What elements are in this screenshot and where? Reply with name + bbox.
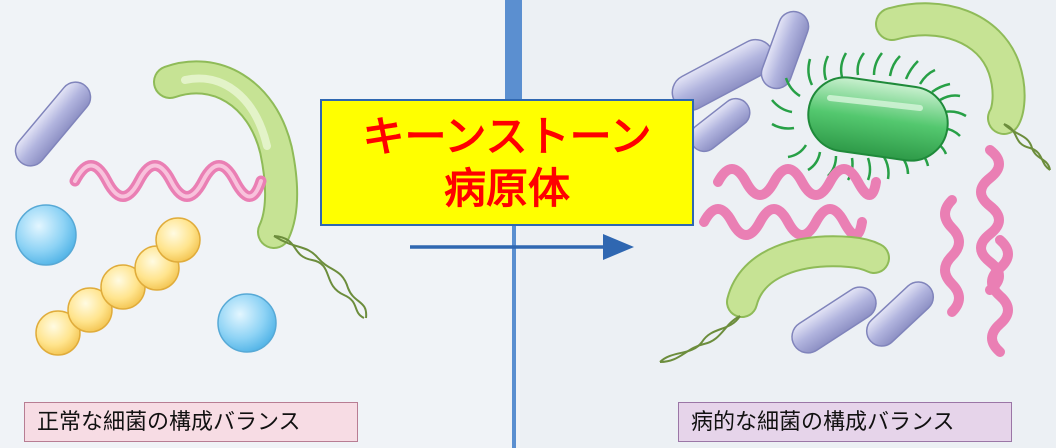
curved-rod-bacterium-icon bbox=[659, 235, 890, 363]
rod-bacterium-icon bbox=[865, 281, 935, 347]
banner-line2: 病原体 bbox=[443, 163, 570, 213]
streptococcus-chain-icon bbox=[35, 217, 201, 356]
spirochete-icon bbox=[987, 235, 1013, 357]
rod-bacterium-icon bbox=[760, 10, 810, 90]
divider-bar bbox=[505, 0, 522, 100]
spirochete-highlight bbox=[73, 163, 263, 199]
keystone-pathogen-banner: キーンストーン 病原体 bbox=[320, 99, 694, 226]
normal-balance-caption: 正常な細菌の構成バランス bbox=[24, 402, 358, 442]
spirochete-icon bbox=[976, 145, 1004, 295]
spirochete-icon bbox=[940, 195, 964, 317]
curved-rod-bacterium-icon bbox=[153, 60, 368, 319]
coccus-icon bbox=[15, 204, 77, 266]
spirochete-icon bbox=[713, 164, 881, 200]
rod-bacterium-icon bbox=[14, 81, 92, 167]
right-arrow-icon bbox=[410, 234, 634, 260]
coccus-icon bbox=[217, 293, 277, 353]
flagellated-bacterium-icon bbox=[771, 52, 967, 181]
banner-line1: キーンストーン bbox=[362, 111, 652, 161]
spirochete-icon bbox=[699, 204, 867, 240]
pathogenic-balance-caption: 病的な細菌の構成バランス bbox=[678, 402, 1012, 442]
rod-bacterium-icon bbox=[791, 286, 877, 354]
curved-rod-bacterium-icon bbox=[875, 2, 1051, 171]
